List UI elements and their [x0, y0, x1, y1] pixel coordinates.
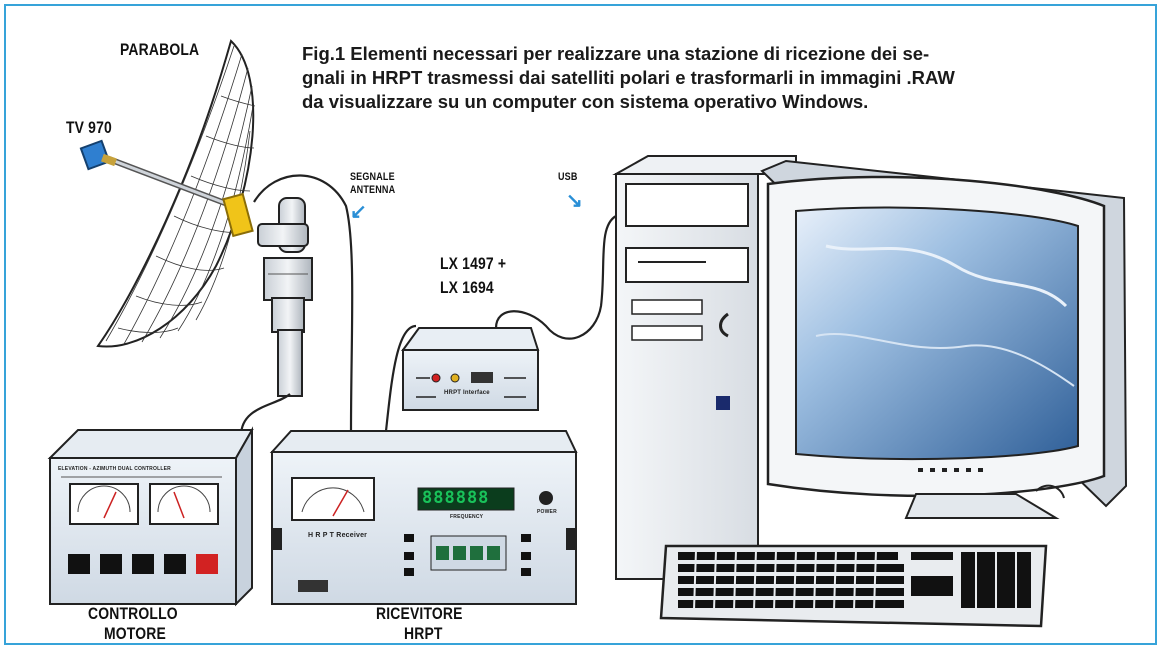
power-label: POWER [537, 509, 557, 515]
interface-panel-text: HRPT Interface [444, 390, 490, 396]
segnale-label: SEGNALE [350, 171, 395, 183]
figure-frame: Fig.1 Elementi necessari per realizzare … [4, 4, 1157, 645]
motor-controller-box [47, 426, 254, 607]
frequency-display: 888888 [422, 488, 490, 508]
caption-line-3: da visualizzare su un computer con siste… [302, 91, 869, 112]
caption-line-2: gnali in HRPT trasmessi dai satelliti po… [302, 67, 955, 88]
caption-line-1: Fig.1 Elementi necessari per realizzare … [302, 43, 930, 64]
crt-monitor [760, 159, 1128, 519]
tv970-label: TV 970 [66, 118, 112, 137]
hrpt-receiver-box [269, 430, 578, 605]
blue-arrow-icon: ↘ [566, 190, 583, 212]
ricevitore-label-line1: RICEVITORE [376, 604, 463, 623]
controllo-label-line1: CONTROLLO [88, 604, 178, 623]
rotor-motor [257, 197, 313, 397]
pc-tower [612, 155, 797, 580]
frequency-label: FREQUENCY [450, 514, 484, 520]
lx-label-line2: LX 1694 [440, 278, 494, 297]
antenna-label: ANTENNA [350, 184, 396, 196]
figure-caption: Fig.1 Elementi necessari per realizzare … [302, 42, 1142, 114]
controllo-label-line2: MOTORE [104, 624, 166, 643]
blue-arrow-icon: ↙ [350, 201, 367, 223]
usb-label: USB [558, 171, 578, 183]
ricevitore-label-line2: HRPT [404, 624, 443, 643]
lx-label-line1: LX 1497 + [440, 254, 507, 273]
receiver-panel-text: H R P T Receiver [308, 532, 368, 539]
parabola-label: PARABOLA [120, 40, 200, 59]
dish-antenna [79, 39, 256, 348]
hrpt-interface-box [401, 327, 540, 411]
keyboard [659, 544, 1048, 628]
controller-panel-text: ELEVATION - AZIMUTH DUAL CONTROLLER [58, 466, 171, 472]
cables [239, 174, 617, 437]
setup-illustration [47, 39, 1128, 628]
